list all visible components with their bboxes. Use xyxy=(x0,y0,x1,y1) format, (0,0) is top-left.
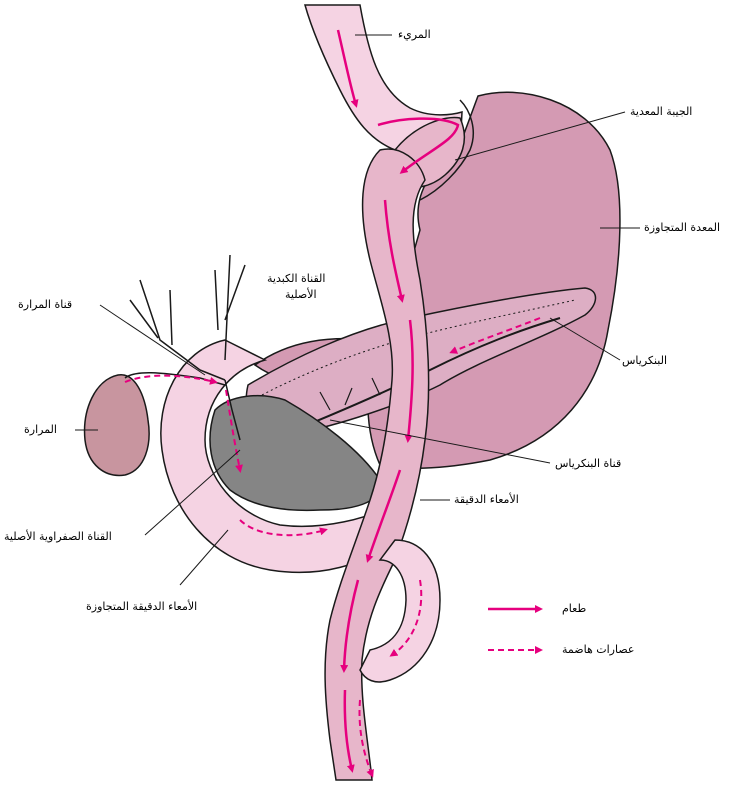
label-common-hepatic-duct-2: الأصلية xyxy=(285,288,317,301)
stomach-upper-left xyxy=(419,99,474,201)
juice-arrow-pancreas xyxy=(449,317,541,354)
gallbladder-shape xyxy=(83,374,150,477)
leader-lines xyxy=(75,34,640,586)
label-bypassed-stomach: المعدة المتجاوزة xyxy=(644,221,721,234)
food-arrow-limb-1 xyxy=(383,199,405,303)
roux-limb-shape xyxy=(324,148,430,781)
juice-arrow-bile-duct xyxy=(225,389,243,473)
legend-juice-label: عصارات هاضمة xyxy=(562,643,635,656)
food-arrow-pouch xyxy=(377,117,460,174)
common-bile-duct xyxy=(224,379,241,441)
food-arrow-esophagus xyxy=(336,29,359,108)
legend-food-label: طعام xyxy=(562,602,587,615)
label-bypassed-small-intestine: الأمعاء الدقيقة المتجاوزة xyxy=(86,600,198,613)
label-small-intestine: الأمعاء الدقيقة xyxy=(454,493,519,506)
label-esophagus: المريء xyxy=(398,28,431,41)
juice-arrow-lower-loop xyxy=(389,579,423,657)
pancreatic-duct-branch-1 xyxy=(291,377,381,426)
food-arrow-limb-2 xyxy=(404,319,414,443)
pancreas-inner xyxy=(261,299,576,396)
food-arrow-limb-4 xyxy=(340,579,360,673)
juice-arrow-gallbladder xyxy=(124,374,218,385)
label-pancreatic-duct: قناة البنكرياس xyxy=(555,457,622,470)
label-common-bile-duct: القناة الصفراوية الأصلية xyxy=(4,530,112,543)
food-arrow-limb-3 xyxy=(365,469,402,563)
hepatic-duct-tree xyxy=(129,254,246,381)
bypassed-limb-lower xyxy=(359,539,441,683)
label-gastric-pouch: الجيبة المعدية xyxy=(630,105,693,118)
food-arrow-limb-5 xyxy=(343,689,355,773)
label-gallbladder: المرارة xyxy=(24,423,57,436)
label-pancreas: البنكرياس xyxy=(622,354,668,367)
label-common-hepatic-duct-1: القناة الكبدية xyxy=(267,272,326,285)
label-gallbladder-duct: قناة المرارة xyxy=(18,298,73,311)
